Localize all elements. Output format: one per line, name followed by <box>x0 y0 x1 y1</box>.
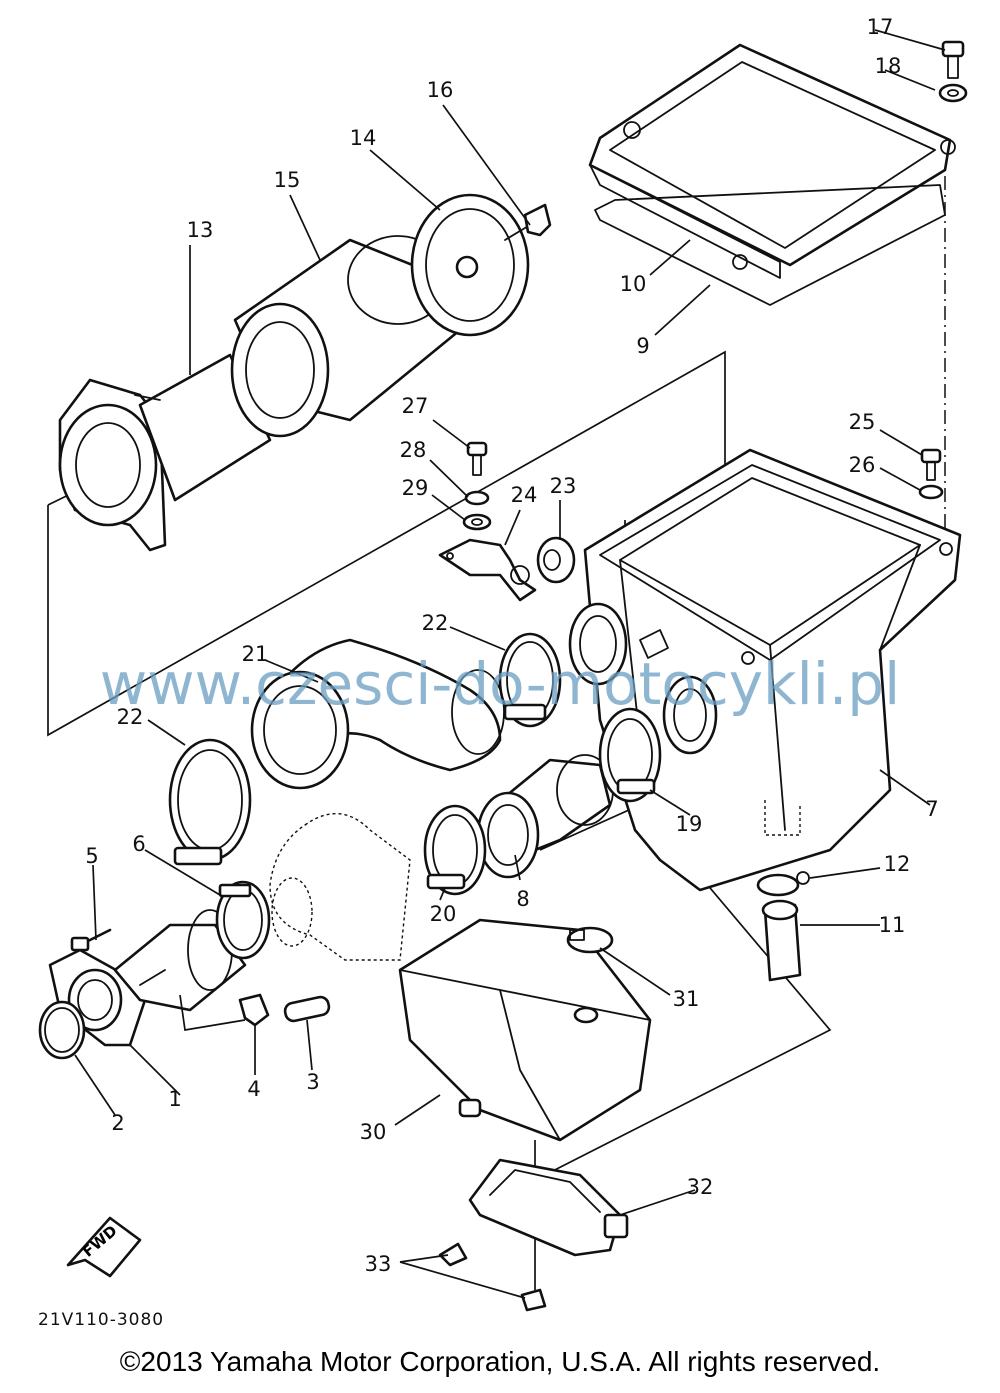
callout-14: 14 <box>350 126 377 150</box>
callout-21: 21 <box>242 642 269 666</box>
callout-12: 12 <box>884 852 911 876</box>
filter-plate <box>410 193 530 337</box>
fwd-arrow: FWD <box>66 1216 142 1278</box>
callout-5: 5 <box>85 844 98 868</box>
bolt-collar <box>462 441 492 531</box>
callout-19: 19 <box>676 812 703 836</box>
callout-32: 32 <box>687 1175 714 1199</box>
screw-top <box>938 40 968 103</box>
grommet <box>536 536 576 584</box>
air-box-joint <box>476 754 614 879</box>
callout-22-right: 22 <box>422 611 449 635</box>
callout-24: 24 <box>511 483 538 507</box>
callout-28: 28 <box>400 438 427 462</box>
callout-16: 16 <box>427 78 454 102</box>
screws-33 <box>438 1242 547 1312</box>
screw-case <box>918 448 944 500</box>
callout-9: 9 <box>636 334 649 358</box>
bracket <box>438 538 537 602</box>
carburetor-joint <box>48 909 247 1047</box>
clamp-20 <box>423 804 487 896</box>
clip-4 <box>238 993 270 1027</box>
callout-1: 1 <box>168 1087 181 1111</box>
clamp-19 <box>598 707 662 803</box>
callout-leaders <box>74 29 946 1299</box>
diagram-code: 21V110-3080 <box>38 1310 164 1330</box>
hose-clamp-left <box>168 738 252 866</box>
callout-27: 27 <box>402 394 429 418</box>
intake-joint-hose <box>250 638 505 790</box>
callout-3: 3 <box>306 1070 319 1094</box>
callout-13: 13 <box>187 218 214 242</box>
callout-25: 25 <box>849 410 876 434</box>
drain-clip <box>756 871 810 897</box>
hose-clamp-right <box>498 632 562 728</box>
o-ring <box>38 1000 86 1060</box>
sub-tank <box>398 918 652 1142</box>
tank-bracket <box>468 1158 629 1257</box>
callout-7: 7 <box>925 797 938 821</box>
cap-seal <box>594 184 946 306</box>
callout-29: 29 <box>402 476 429 500</box>
callout-8: 8 <box>516 887 529 911</box>
callout-17: 17 <box>867 15 894 39</box>
air-box-cap <box>588 43 956 279</box>
callout-31: 31 <box>673 987 700 1011</box>
bolt-5 <box>70 928 112 952</box>
callout-4: 4 <box>247 1077 260 1101</box>
callout-22-left: 22 <box>117 705 144 729</box>
callout-11: 11 <box>879 913 906 937</box>
callout-20: 20 <box>430 902 457 926</box>
callout-6: 6 <box>132 832 145 856</box>
callout-10: 10 <box>620 272 647 296</box>
drain-hose <box>761 899 802 982</box>
callout-labels: 1 2 3 4 5 6 7 8 9 10 11 12 13 14 15 16 1… <box>85 15 938 1276</box>
air-box-case <box>568 448 962 892</box>
wing-bolt <box>504 203 552 241</box>
callout-33: 33 <box>365 1252 392 1276</box>
clamp-6 <box>215 880 271 960</box>
callout-23: 23 <box>550 474 577 498</box>
copyright-text: ©2013 Yamaha Motor Corporation, U.S.A. A… <box>119 1346 881 1377</box>
callout-18: 18 <box>875 54 902 78</box>
carburetor-outline <box>269 812 411 961</box>
watermark-text: www.czesci-do-motocykli.pl <box>99 650 901 718</box>
callout-15: 15 <box>274 168 301 192</box>
tank-clip <box>566 926 614 954</box>
callout-30: 30 <box>360 1120 387 1144</box>
callout-2: 2 <box>111 1111 124 1135</box>
callout-26: 26 <box>849 453 876 477</box>
filter-element <box>230 235 462 438</box>
cap-3 <box>283 995 331 1023</box>
